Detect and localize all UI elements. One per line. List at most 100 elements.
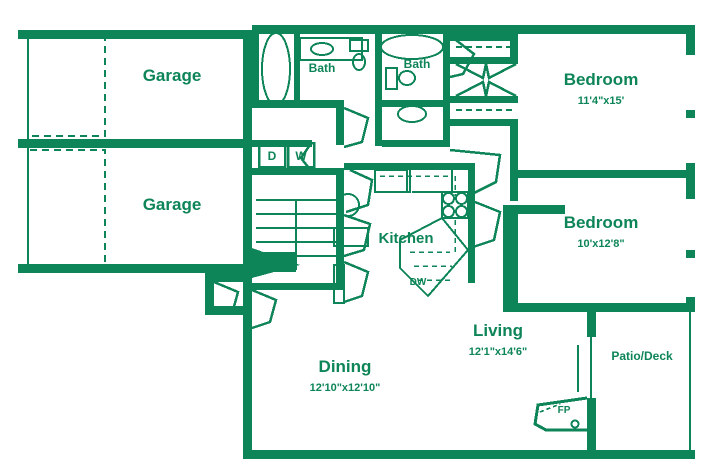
- dryer-box: [257, 141, 287, 169]
- toilet-tank-left: [349, 39, 369, 52]
- appliance-labels: D W DW FP: [268, 149, 571, 416]
- hearth-dash: [539, 403, 561, 413]
- label-washer: W: [295, 149, 307, 163]
- fireplace-detail: [570, 419, 580, 429]
- label-dryer: D: [268, 149, 277, 163]
- exterior-walls: [18, 25, 695, 459]
- door-swing-kitchen-a: [345, 168, 374, 214]
- round-sink: [336, 193, 360, 217]
- wall-closet2-top: [450, 96, 518, 103]
- laundry-boxes: [257, 141, 316, 169]
- vanity-counter-right: [385, 67, 398, 90]
- dim-living: 12'1"x14'6": [469, 346, 528, 358]
- wall-bathR-bottom: [382, 100, 450, 107]
- closet-dashes: [456, 46, 516, 300]
- label-garage-upper: Garage: [143, 66, 202, 85]
- burner-2: [455, 192, 468, 205]
- garage-door-dashed-upper: [30, 36, 106, 137]
- bifold-door-1: [455, 62, 517, 80]
- label-garage-lower: Garage: [143, 195, 202, 214]
- kitchen-island: [399, 216, 470, 298]
- label-dining: Dining: [319, 357, 372, 376]
- wall-top-bath: [252, 25, 452, 34]
- wall-bedroomL-bottom: [503, 303, 695, 312]
- wall-closet2-bottom: [450, 119, 518, 126]
- label-fireplace: FP: [558, 405, 571, 416]
- wall-bathR-right: [443, 34, 450, 106]
- wall-closet-bottom: [382, 140, 450, 147]
- wall-stair-bottom: [252, 283, 344, 290]
- label-living: Living: [473, 321, 523, 340]
- wall-bathL-div: [294, 34, 300, 104]
- wall-dining-left: [243, 313, 252, 459]
- fireplace-hearth-dash: [539, 403, 561, 413]
- wall-right-c: [686, 163, 695, 199]
- washer-box: [286, 141, 316, 169]
- wall-patio-div-bottom: [587, 398, 596, 459]
- thin-walls: [27, 34, 691, 455]
- counter-box: [333, 227, 369, 247]
- wall-bedroomU-left-b: [510, 119, 518, 201]
- wall-garage-divider: [18, 139, 252, 148]
- wall-bathL-left: [252, 34, 259, 104]
- wall-kitchen-top: [370, 163, 475, 170]
- wall-garage-right-a: [243, 30, 252, 140]
- wall-laundry-bottom: [252, 168, 344, 175]
- bathtub-oval-left: [261, 32, 291, 106]
- wall-kitchen-topleft: [344, 163, 370, 170]
- wall-closet-right: [443, 107, 450, 147]
- dim-dining: 12'10"x12'10": [310, 382, 381, 394]
- wall-right-a: [686, 25, 695, 55]
- room-labels: Garage Garage Bath Bath Bedroom 11'4"x15…: [143, 57, 673, 394]
- garage-doors: [30, 36, 106, 267]
- label-kitchen: Kitchen: [378, 230, 433, 247]
- fireplace-body: [533, 396, 588, 432]
- wall-closet1-top: [450, 34, 518, 41]
- mid-fixtures: [333, 193, 369, 304]
- wall-hall-right-a: [336, 100, 344, 145]
- burner-1: [442, 192, 455, 205]
- door-swing-bedroom-upper: [449, 148, 502, 197]
- wall-garage-right-b: [243, 148, 252, 264]
- wall-kitchen-right: [468, 163, 475, 283]
- burner-4: [455, 205, 468, 218]
- linen-closet: [333, 264, 345, 304]
- stairs-direction-arrow: [252, 248, 300, 278]
- wall-patio-div-top: [587, 303, 596, 337]
- garage-door-dashed-lower: [30, 149, 106, 267]
- kitchen-counter-dashes: [380, 175, 456, 281]
- cooktop-body: [441, 191, 469, 219]
- vanity-counter-left: [299, 37, 363, 61]
- door-swing-bath-right: [449, 36, 476, 79]
- sink-basin-left: [310, 42, 334, 56]
- wall-bottom: [243, 450, 695, 459]
- wall-closetL-top: [503, 205, 565, 214]
- wall-bedroom-divider: [510, 170, 695, 178]
- wall-bedroomL-left: [510, 205, 518, 310]
- wall-right-b: [686, 110, 695, 118]
- wall-closet1-bottom: [450, 57, 518, 64]
- wall-top-garage: [18, 30, 252, 39]
- label-dishwasher: DW: [410, 277, 427, 288]
- wall-top-right: [452, 25, 695, 34]
- door-swing-entry-2: [213, 280, 240, 315]
- wall-bath-divider: [375, 25, 382, 105]
- sink-basin-right: [398, 70, 416, 86]
- dim-bedroom-upper: 11'4"x15': [578, 95, 625, 107]
- wall-right-d: [686, 250, 695, 258]
- burner-3: [442, 205, 455, 218]
- dim-bedroom-lower: 10'x12'8": [577, 238, 624, 250]
- counter-edge-top: [375, 170, 411, 193]
- fireplace-shape: [533, 396, 588, 432]
- label-bedroom-lower: Bedroom: [564, 213, 639, 232]
- wall-bedroomU-left-a: [510, 34, 518, 64]
- wall-entry-top: [205, 273, 252, 282]
- label-bath-left: Bath: [309, 61, 336, 75]
- label-bath-right: Bath: [404, 57, 431, 71]
- bifold-door-2: [455, 80, 517, 98]
- wall-closetL-left: [503, 205, 512, 303]
- closet-bifold-doors: [455, 62, 517, 98]
